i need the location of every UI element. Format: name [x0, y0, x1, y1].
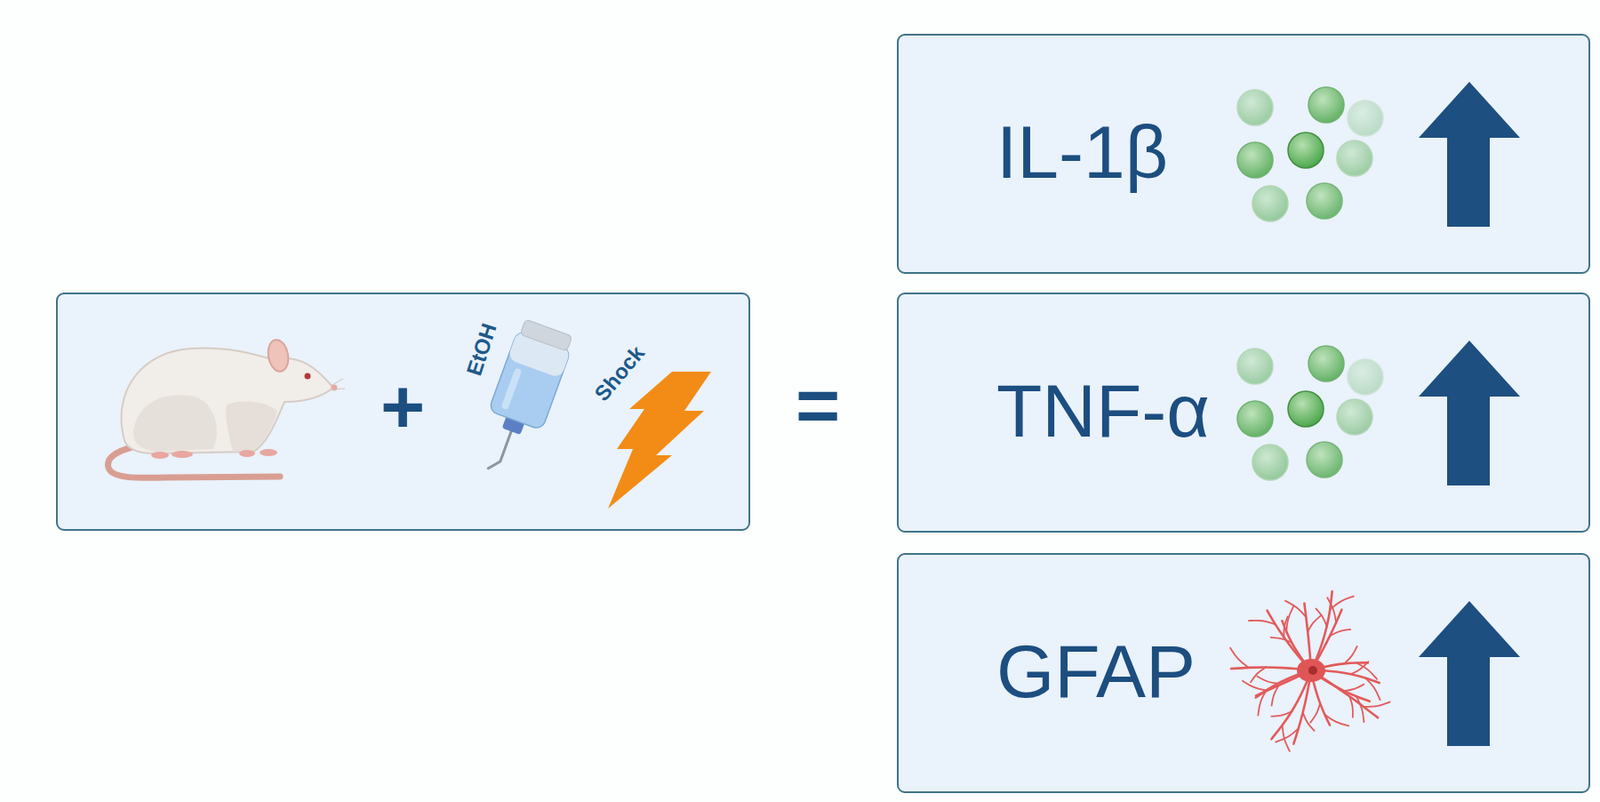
astrocyte-process	[1256, 674, 1302, 696]
rat-illustration	[107, 337, 345, 478]
astrocyte-branch	[1324, 714, 1349, 727]
increase-arrow	[1418, 81, 1520, 227]
astrocyte-process	[1281, 620, 1304, 662]
astrocyte-branch	[1330, 596, 1354, 610]
astrocyte-process	[1267, 610, 1304, 664]
astrocyte-branch	[1242, 680, 1268, 691]
increase-arrow	[1418, 600, 1520, 746]
astrocyte-branch	[1356, 696, 1364, 722]
cytokine-cluster	[1237, 87, 1384, 222]
astrocyte-branch	[1315, 608, 1327, 628]
marker-box: TNF-α	[896, 292, 1591, 533]
increase-arrow	[1418, 340, 1520, 486]
astrocyte-process	[1320, 676, 1370, 702]
astrocyte-branch	[1349, 696, 1353, 718]
marker-box: GFAP	[896, 552, 1591, 793]
astrocyte-branch	[1344, 684, 1365, 691]
equals-sign: =	[795, 366, 840, 443]
plus-sign: +	[380, 368, 425, 445]
marker-box: IL-1β	[896, 33, 1591, 274]
astrocyte-branch	[1250, 666, 1266, 682]
marker-name: TNF-α	[996, 373, 1210, 448]
astrocyte-branch	[1271, 711, 1292, 717]
astrocyte-branch	[1272, 685, 1280, 706]
cytokine-cluster	[1237, 345, 1384, 480]
astrocyte-process	[1293, 680, 1310, 744]
astrocyte-branch	[1310, 703, 1320, 722]
astrocyte-branch	[1344, 646, 1357, 664]
astrocyte-branch	[1351, 661, 1369, 674]
astrocyte-process	[1316, 609, 1342, 662]
astrocyte-branch	[1271, 637, 1292, 643]
astrocyte-process	[1271, 680, 1308, 739]
astrocyte-branch	[1282, 725, 1290, 752]
shock-bolt	[608, 371, 712, 509]
astrocyte-branch	[1285, 600, 1307, 618]
astrocyte-process	[1231, 666, 1301, 669]
astrocyte-process	[1304, 602, 1311, 660]
astrocyte-branch	[1257, 689, 1266, 716]
astrocyte-process	[1256, 672, 1302, 697]
astrocyte-branch	[1303, 712, 1315, 731]
astrocyte-branch	[1256, 676, 1278, 684]
astrocyte-branch	[1329, 629, 1351, 636]
marker-name: IL-1β	[996, 114, 1168, 190]
astrocyte-nucleus	[1308, 665, 1318, 675]
astrocyte-process	[1320, 675, 1378, 718]
astrocyte-branch	[1363, 701, 1390, 707]
astrocyte-branch	[1248, 620, 1276, 624]
astrocyte-branch	[1356, 662, 1378, 680]
astrocyte-body	[1296, 658, 1326, 682]
astrocyte-process	[1321, 662, 1368, 667]
astrocyte-process	[1315, 591, 1333, 661]
astrocyte-branch	[1275, 728, 1299, 742]
astrocyte-branch	[1230, 648, 1248, 668]
astrocyte-process	[1321, 670, 1380, 683]
ethanol-bottle	[470, 318, 576, 482]
astrocyte-branch	[1286, 606, 1294, 632]
treatment-label: EtOH	[463, 320, 500, 378]
treatment-label: Shock	[591, 342, 649, 406]
astrocyte-branch	[1327, 597, 1336, 623]
astrocyte-branch	[1365, 677, 1381, 700]
astrocyte-branch	[1283, 616, 1288, 639]
marker-name: GFAP	[996, 633, 1196, 709]
astrocyte-process	[1312, 680, 1330, 726]
astrocyte-icon	[1230, 591, 1391, 752]
astrocyte-branch	[1307, 615, 1321, 632]
